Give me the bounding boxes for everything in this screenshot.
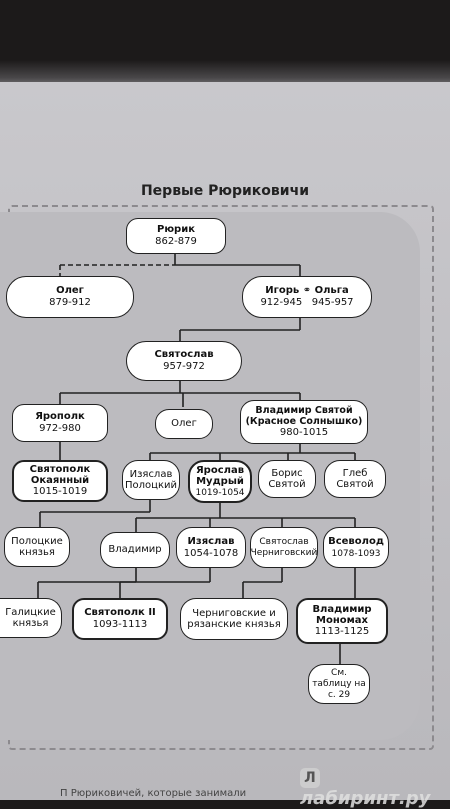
node-dates: 1113-1125: [314, 626, 370, 637]
node-gleb: Глеб Святой: [324, 460, 386, 498]
node-chernigov-ryazan-princes: Черниговские и рязанские князья: [180, 598, 288, 640]
node-dates: 862-879: [155, 236, 197, 247]
labirint-logo-icon: Л: [300, 768, 320, 788]
node-dates: 1078-1093: [331, 548, 381, 559]
watermark-text: лабиринт.ру: [300, 788, 431, 809]
node-vladimir-saint: Владимир Святой (Красное Солнышко) 980-1…: [240, 400, 368, 444]
node-name: Святополк II: [84, 607, 156, 618]
node-svyatopolk-ii: Святополк II 1093-1113: [72, 598, 168, 640]
node-yaroslav-wise: Ярослав Мудрый 1019-1054: [188, 460, 252, 503]
node-name: Борис Святой: [268, 468, 306, 490]
node-name: Владимир: [108, 544, 162, 555]
node-oleg-prophet: Олег 879-912: [6, 276, 134, 318]
node-dates: 972-980: [39, 423, 81, 434]
node-dates: 980-1015: [279, 427, 329, 438]
node-name: Владимир Святой (Красное Солнышко): [245, 405, 363, 427]
node-dates: 1019-1054: [195, 487, 245, 498]
bottom-text: П Рюриковичей, которые занимали: [60, 788, 247, 799]
node-boris: Борис Святой: [258, 460, 316, 498]
node-vsevolod: Всеволод 1078-1093: [323, 527, 389, 568]
node-name: Святослав: [154, 349, 214, 360]
node-name: Галицкие князья: [5, 607, 56, 629]
node-dates: 879-912: [49, 297, 91, 308]
node-name: Олег: [56, 285, 84, 296]
node-name: Святослав Черниговский: [250, 536, 318, 558]
node-oleg-drevlyan: Олег: [155, 409, 213, 439]
node-svyatopolk-cursed: Святополк Окаянный 1015-1019: [12, 460, 108, 502]
node-name: Изяслав: [187, 535, 235, 547]
node-izyaslav: Изяслав 1054-1078: [176, 527, 246, 568]
node-dates: 957-972: [163, 361, 205, 372]
node-dates: 1015-1019: [32, 486, 88, 497]
node-name: Черниговские и рязанские князья: [187, 608, 281, 630]
node-igor-olga: Игорь ⚭ Ольга 912-945 945-957: [242, 276, 372, 318]
node-vladimir-novgorod: Владимир: [100, 532, 170, 568]
node-polotsk-princes: Полоцкие князья: [4, 527, 70, 567]
node-vladimir-monomakh: Владимир Мономах 1113-1125: [296, 598, 388, 644]
node-dates: 1054-1078: [183, 547, 239, 559]
node-name: Ярослав Мудрый: [195, 464, 245, 487]
node-name: Изяслав Полоцкий: [125, 469, 177, 491]
node-see-table: См. таблицу на с. 29: [308, 664, 370, 704]
node-svyatoslav: Святослав 957-972: [126, 341, 242, 381]
node-svyatoslav-chernigov: Святослав Черниговский: [250, 527, 318, 568]
node-yaropolk: Ярополк 972-980: [12, 404, 108, 442]
diagram-title: Первые Рюриковичи: [140, 183, 310, 199]
node-name: Владимир Мономах: [312, 604, 372, 626]
node-name: Глеб Святой: [336, 468, 374, 490]
node-name: Полоцкие князья: [11, 536, 63, 558]
node-dates: 1093-1113: [92, 619, 148, 630]
node-name: Рюрик: [156, 224, 195, 235]
node-name: Всеволод: [328, 535, 384, 547]
watermark: Ллабиринт.ру: [300, 766, 450, 809]
node-name: См. таблицу на с. 29: [312, 667, 366, 700]
node-name: Ярополк: [35, 411, 85, 422]
node-name: Святополк Окаянный: [29, 464, 91, 486]
node-izyaslav-polotsk: Изяслав Полоцкий: [122, 460, 180, 500]
node-name: Игорь ⚭ Ольга: [265, 285, 349, 296]
node-rurik: Рюрик 862-879: [126, 218, 226, 254]
node-galician-princes: Галицкие князья: [0, 598, 62, 638]
node-name: Олег: [171, 418, 197, 429]
node-dates: 912-945 945-957: [260, 297, 354, 308]
